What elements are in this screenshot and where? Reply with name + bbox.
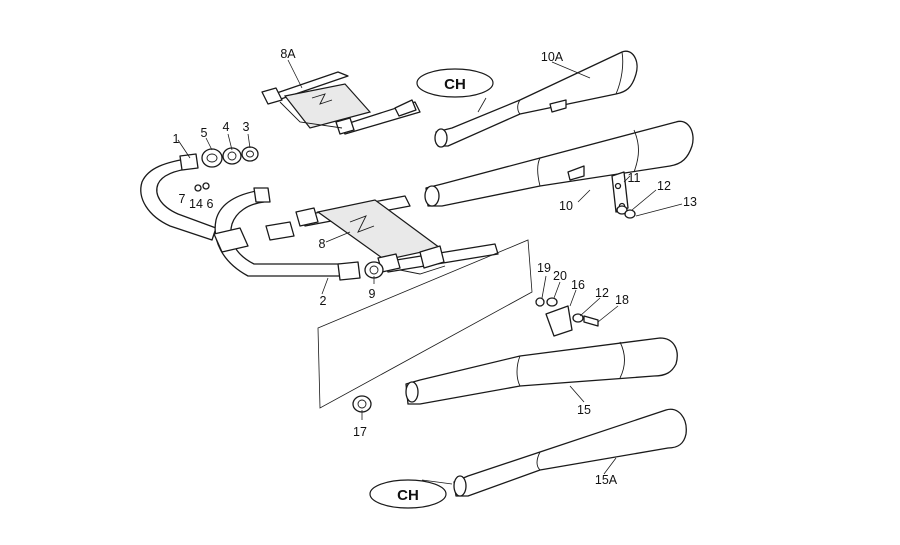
callout-9: 9	[369, 287, 376, 301]
callout-19: 19	[537, 261, 551, 275]
callout-3: 3	[243, 120, 250, 134]
callout-18: 18	[615, 293, 629, 307]
callout-17: 17	[353, 425, 367, 439]
callout-8: 8	[319, 237, 326, 251]
flange-parts	[194, 146, 259, 192]
callout-12-upper: 12	[657, 179, 671, 193]
callout-15a: 15A	[595, 473, 618, 487]
clamp-9	[364, 261, 384, 279]
callout-2: 2	[320, 294, 327, 308]
callout-6: 6	[207, 197, 214, 211]
callout-5: 5	[201, 126, 208, 140]
callout-13: 13	[683, 195, 697, 209]
assembly-frame-line	[317, 239, 533, 409]
callout-10: 10	[559, 199, 573, 213]
callout-15: 15	[577, 403, 591, 417]
clamp-17	[352, 395, 372, 413]
muffler-15a	[453, 408, 687, 497]
muffler-10a	[434, 50, 638, 148]
muffler-15	[405, 337, 678, 405]
callout-10a: 10A	[541, 50, 564, 64]
callout-16: 16	[571, 278, 585, 292]
ch-label-top: CH	[416, 68, 494, 98]
callout-1: 1	[173, 132, 180, 146]
callout-8a: 8A	[280, 47, 296, 61]
bracket-11	[611, 171, 636, 219]
callout-12-lower: 12	[595, 286, 609, 300]
crossover-pipe-8a	[261, 71, 421, 135]
leader-lines	[177, 59, 683, 485]
header-pipe-2	[213, 187, 361, 281]
ch-text-bottom: CH	[397, 487, 419, 504]
callout-14: 14	[189, 197, 203, 211]
callout-labels: 1 2 3 4 5 6 7 8 8A 9 10 10A 11 12 12 13 …	[173, 47, 697, 487]
callout-20: 20	[553, 269, 567, 283]
callout-7: 7	[179, 192, 186, 206]
muffler-10	[424, 120, 694, 207]
ch-label-bottom: CH	[369, 479, 447, 509]
callout-11: 11	[628, 171, 641, 185]
callout-4: 4	[223, 120, 230, 134]
bracket-16	[535, 297, 599, 337]
crossover-pipe-8	[295, 195, 499, 275]
ch-text-top: CH	[444, 76, 466, 93]
